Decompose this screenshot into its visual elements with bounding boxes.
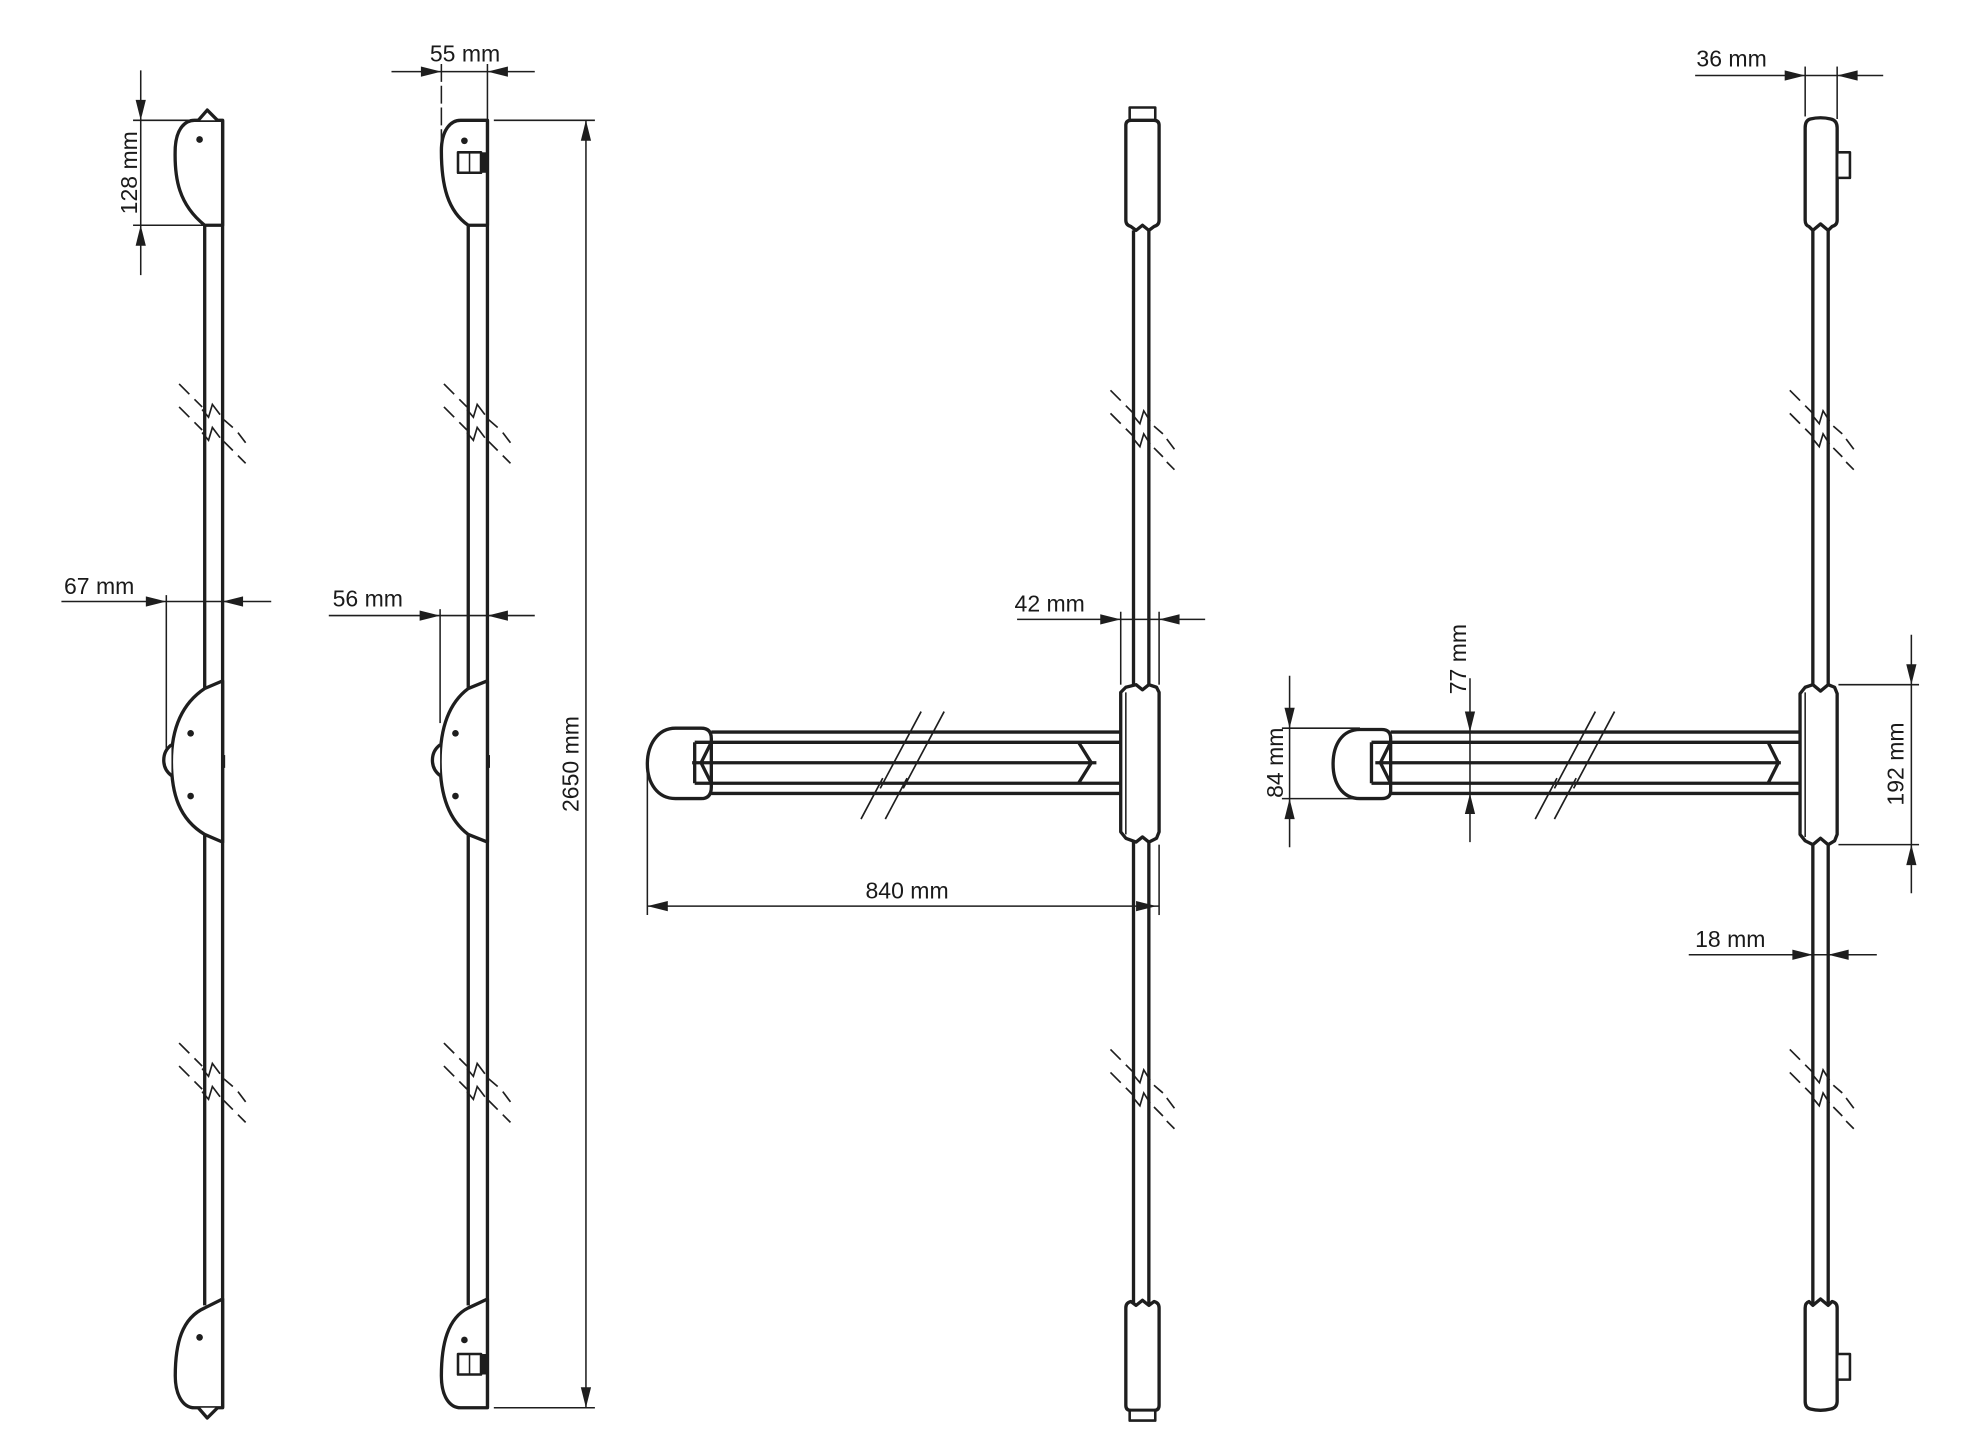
dimension-128: 128 mm <box>116 70 205 276</box>
label-55mm: 55 mm <box>430 40 500 66</box>
label-42mm: 42 mm <box>1015 591 1085 617</box>
break-mark <box>443 1042 512 1123</box>
dimension-77: 77 mm <box>1445 624 1476 843</box>
dimension-192: 192 mm <box>1838 634 1920 894</box>
dimension-55: 55 mm <box>391 40 535 148</box>
dimension-36: 36 mm <box>1695 46 1884 120</box>
dimension-42: 42 mm <box>1015 591 1206 685</box>
dimension-67: 67 mm <box>61 573 272 749</box>
label-18mm: 18 mm <box>1695 926 1765 952</box>
dimension-18: 18 mm <box>1688 926 1877 960</box>
label-840mm: 840 mm <box>865 877 948 903</box>
dimension-84: 84 mm <box>1262 675 1360 848</box>
dimension-840: 840 mm <box>646 767 1160 916</box>
break-mark <box>1789 1048 1855 1130</box>
push-bar <box>1331 711 1801 820</box>
view-2-side: 55 mm 56 mm 2650 mm <box>328 40 595 1410</box>
dimension-56: 56 mm <box>328 586 535 724</box>
label-67mm: 67 mm <box>64 573 134 599</box>
label-56mm: 56 mm <box>333 586 403 612</box>
dimension-2650: 2650 mm <box>493 119 595 1409</box>
label-128mm: 128 mm <box>116 131 142 214</box>
break-mark <box>178 1042 247 1123</box>
label-84mm: 84 mm <box>1262 728 1288 798</box>
push-bar <box>645 711 1121 820</box>
view-1-side: 128 mm 67 mm <box>61 70 272 1420</box>
view-4-front: 36 mm 77 mm 84 mm 192 mm <box>1262 46 1920 1412</box>
break-mark <box>1109 389 1176 471</box>
break-mark <box>443 383 512 464</box>
label-2650mm: 2650 mm <box>557 716 583 812</box>
label-77mm: 77 mm <box>1445 624 1471 694</box>
view-3-front: 42 mm 840 mm <box>645 106 1206 1422</box>
break-mark <box>1789 389 1855 471</box>
label-192mm: 192 mm <box>1883 722 1909 805</box>
break-mark <box>178 383 247 464</box>
label-36mm: 36 mm <box>1696 46 1766 72</box>
break-mark <box>1109 1048 1176 1130</box>
